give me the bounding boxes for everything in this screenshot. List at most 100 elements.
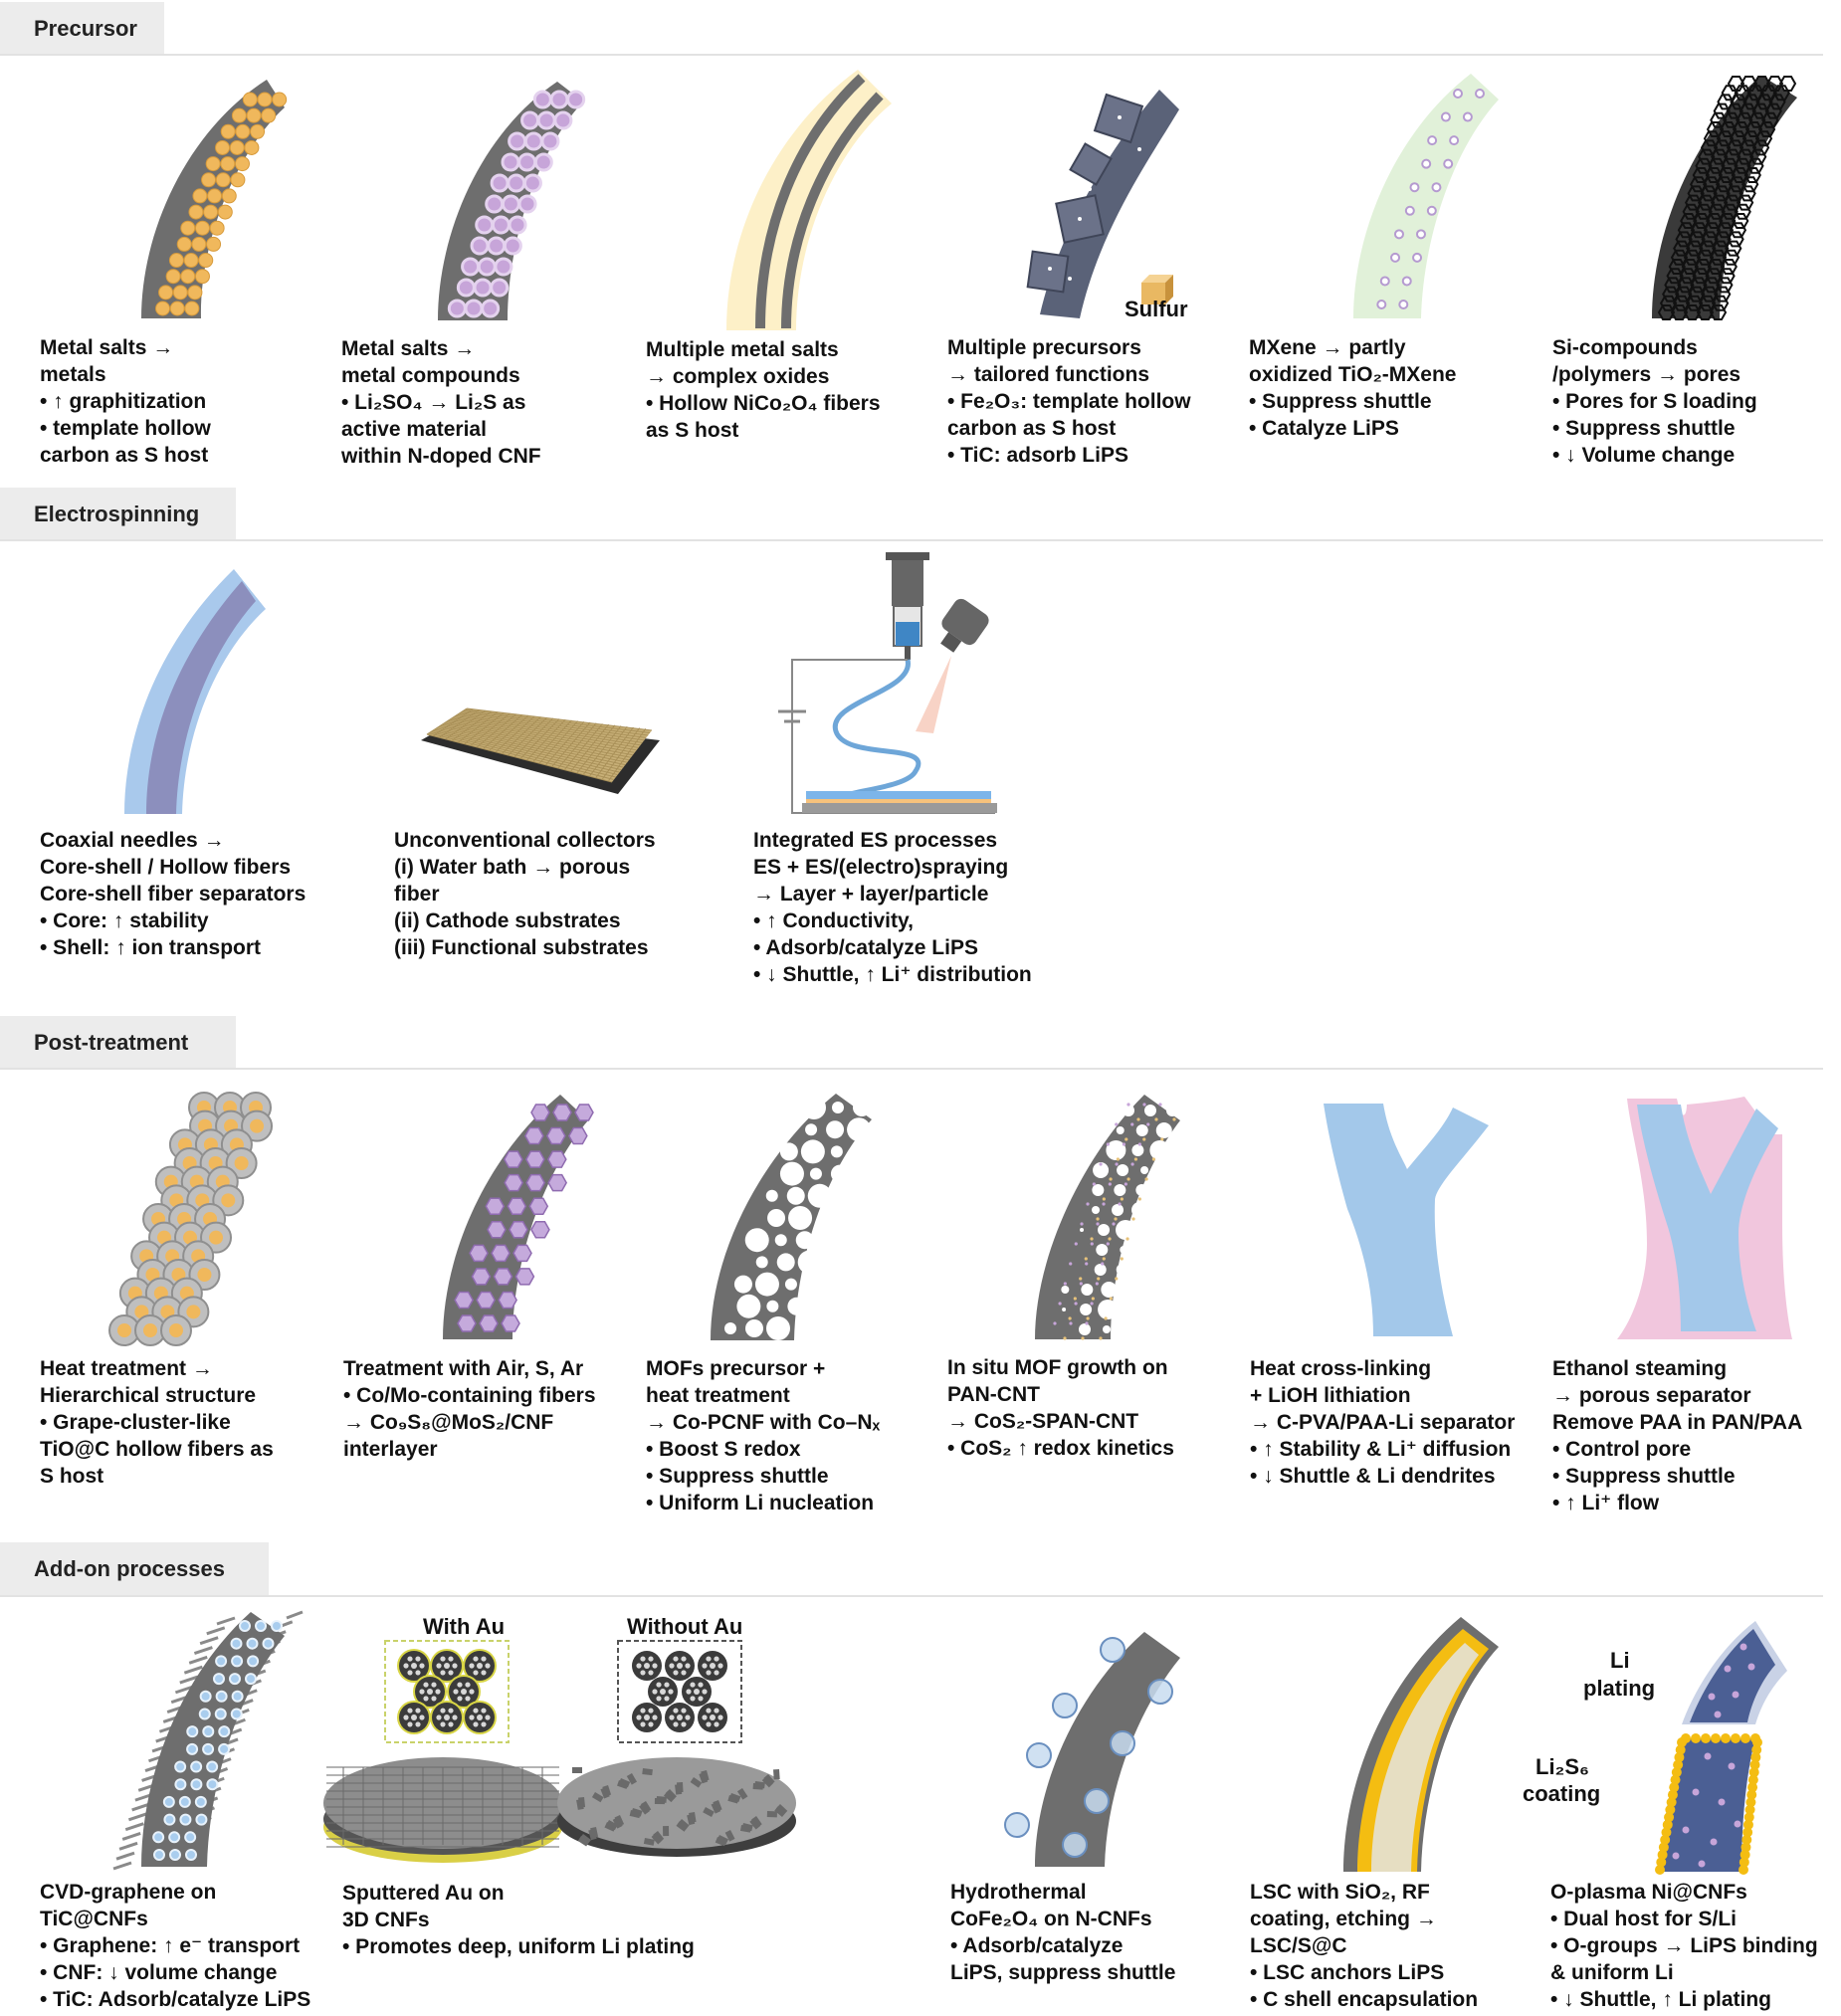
caption-line: Metal salts → [40, 336, 174, 359]
caption-line: • Grape-cluster-like [40, 1411, 231, 1434]
caption-line: TiO@C hollow fibers as [40, 1438, 274, 1461]
li-plating-label-2: plating [1583, 1676, 1656, 1701]
caption-line: (ii) Cathode substrates [394, 909, 621, 932]
caption-line: • Suppress shuttle [1552, 417, 1736, 440]
caption-line: Sputtered Au on [342, 1882, 505, 1905]
electrospinning-caption-3: Integrated ES processes ES + ES/(electro… [753, 827, 1042, 988]
caption-line: 3D CNFs [342, 1909, 430, 1931]
caption-line: LSC with SiO₂, RF [1250, 1881, 1430, 1904]
caption-line: → porous separator [1552, 1384, 1751, 1407]
caption-line: Integrated ES processes [753, 829, 998, 852]
mof-growth-fiber-figure [1035, 1095, 1180, 1340]
caption-line: O-plasma Ni@CNFs [1550, 1881, 1747, 1904]
integrated-es-setup-figure [778, 552, 997, 814]
caption-line: • Adsorb/catalyze [950, 1934, 1124, 1957]
caption-line: carbon as S host [947, 417, 1117, 440]
with-au-cross-section-figure [384, 1640, 510, 1743]
caption-line: • ↓ Shuttle, ↑ Li plating [1550, 1988, 1772, 2011]
caption-line: • Core: ↑ stability [40, 909, 209, 932]
caption-line: • Suppress shuttle [646, 1465, 829, 1488]
section-divider [0, 54, 1823, 56]
section-header-precursor: Precursor [0, 2, 164, 56]
section-title: Electrospinning [34, 502, 200, 526]
caption-line: • Promotes deep, uniform Li plating [342, 1935, 695, 1958]
dual-host-fiber-figure [1655, 1621, 1787, 1875]
caption-line: • Graphene: ↑ e⁻ transport [40, 1934, 301, 1957]
section-divider [0, 1595, 1823, 1597]
caption-line: LiPS, suppress shuttle [950, 1961, 1176, 1984]
caption-line: Hierarchical structure [40, 1384, 257, 1407]
caption-line: oxidized TiO₂-MXene [1249, 363, 1457, 386]
without-au-cross-section-figure [617, 1640, 742, 1743]
caption-line: Ethanol steaming [1552, 1357, 1728, 1380]
caption-line: → Co-PCNF with Co–Nₓ [646, 1411, 881, 1434]
caption-line: carbon as S host [40, 444, 209, 467]
caption-line: → CoS₂-SPAN-CNT [947, 1410, 1139, 1433]
li-plating-label-1: Li [1610, 1648, 1630, 1673]
addon-caption-3: Hydrothermal CoFe₂O₄ on N-CNFs • Adsorb/… [950, 1879, 1239, 1986]
caption-line: within N-doped CNF [341, 445, 541, 468]
metal-compound-fiber-figure [438, 82, 586, 320]
caption-line: • Pores for S loading [1552, 390, 1757, 413]
section-header-add-on: Add-on processes [0, 1542, 269, 1596]
li2s6-label-1: Li₂S₆ [1535, 1754, 1589, 1779]
metal-particle-fiber-figure [141, 80, 288, 318]
coaxial-fiber-figure [124, 569, 266, 814]
with-au-disc-figure [323, 1757, 562, 1863]
caption-line: • ↓ Shuttle & Li dendrites [1250, 1465, 1496, 1488]
posttreatment-caption-5: Heat cross-linking + LiOH lithiation → C… [1250, 1355, 1538, 1490]
posttreatment-caption-1: Heat treatment → Hierarchical structure … [40, 1355, 328, 1490]
caption-line: • LSC anchors LiPS [1250, 1961, 1445, 1984]
caption-line: (iii) Functional substrates [394, 936, 649, 959]
electrospinning-caption-1: Coaxial needles → Core-shell / Hollow fi… [40, 827, 328, 961]
section-title: Post-treatment [34, 1030, 189, 1055]
caption-line: ES + ES/(electro)spraying [753, 856, 1009, 879]
caption-line: • ↓ Shuttle, ↑ Li⁺ distribution [753, 963, 1032, 986]
porous-separator-figure [1617, 1097, 1792, 1339]
section-header-post-treatment: Post-treatment [0, 1016, 236, 1070]
caption-line: • Uniform Li nucleation [646, 1492, 875, 1514]
lsc-coated-fiber-figure [1343, 1617, 1499, 1872]
caption-line: Multiple metal salts [646, 338, 839, 361]
caption-line: TiC@CNFs [40, 1908, 148, 1930]
caption-line: In situ MOF growth on [947, 1356, 1168, 1379]
caption-line: LSC/S@C [1250, 1934, 1347, 1957]
caption-line: Coaxial needles → [40, 829, 225, 852]
section-divider [0, 539, 1823, 541]
addon-caption-2: Sputtered Au on 3D CNFs • Promotes deep,… [342, 1880, 695, 1960]
caption-line: • Fe₂O₃: template hollow [947, 390, 1191, 413]
caption-line: • Boost S redox [646, 1438, 801, 1461]
caption-line: • ↓ Volume change [1552, 444, 1736, 467]
caption-line: • Catalyze LiPS [1249, 417, 1399, 440]
multi-precursor-cube-fiber-figure [1026, 90, 1179, 318]
caption-line: • ↑ Conductivity, [753, 909, 914, 932]
caption-line: Core-shell / Hollow fibers [40, 856, 292, 879]
hollow-oxide-fiber-figure [726, 70, 892, 330]
caption-line: metal compounds [341, 364, 520, 387]
collector-mat-figure [421, 707, 660, 794]
caption-line: MXene → partly [1249, 336, 1406, 359]
caption-line: metals [40, 363, 106, 386]
caption-line: heat treatment [646, 1384, 790, 1407]
li2s6-label-2: coating [1523, 1781, 1601, 1806]
posttreatment-caption-4: In situ MOF growth on PAN-CNT → CoS₂-SPA… [947, 1354, 1236, 1462]
caption-line: Si-compounds [1552, 336, 1698, 359]
section-header-electrospinning: Electrospinning [0, 488, 236, 541]
hydrothermal-fiber-figure [1004, 1632, 1180, 1867]
caption-line: & uniform Li [1550, 1961, 1674, 1984]
caption-line: CoFe₂O₄ on N-CNFs [950, 1908, 1152, 1930]
caption-line: • Adsorb/catalyze LiPS [753, 936, 978, 959]
caption-line: • CNF: ↓ volume change [40, 1961, 278, 1984]
addon-caption-1: CVD-graphene on TiC@CNFs • Graphene: ↑ e… [40, 1879, 328, 2013]
caption-line: • Li₂SO₄ → Li₂S as [341, 391, 526, 414]
posttreatment-caption-3: MOFs precursor + heat treatment → Co-PCN… [646, 1355, 934, 1516]
caption-line: coating, etching → [1250, 1908, 1437, 1930]
caption-line: • Shell: ↑ ion transport [40, 936, 262, 959]
caption-line: Hydrothermal [950, 1881, 1087, 1904]
caption-line: → Co₉S₈@MoS₂/CNF [343, 1411, 554, 1434]
caption-line: → tailored functions [947, 363, 1150, 386]
caption-line: (i) Water bath → porous [394, 856, 631, 879]
without-au-disc-figure [557, 1757, 796, 1857]
porous-polymer-fiber-figure [1652, 76, 1797, 320]
caption-line: • C shell encapsulation [1250, 1988, 1479, 2011]
